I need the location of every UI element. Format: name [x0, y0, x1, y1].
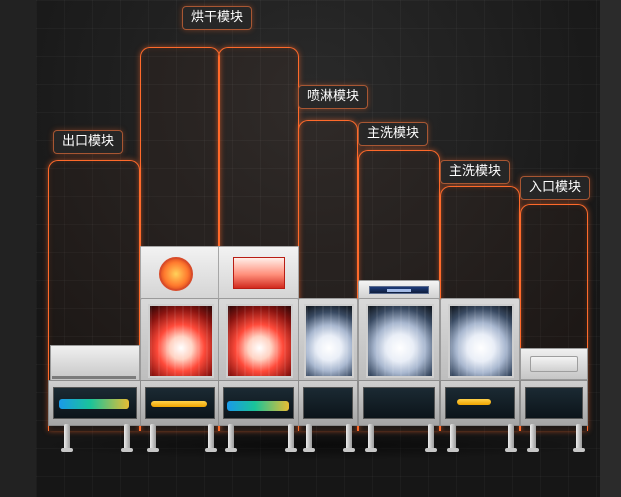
dryer-1-tank — [140, 380, 220, 426]
label-inlet: 入口模块 — [520, 176, 591, 200]
spray-mist — [306, 306, 352, 376]
main-wash-2-pipe — [457, 399, 491, 405]
dryer-2-window — [226, 304, 293, 378]
right-edge — [600, 0, 621, 497]
outline-outlet — [48, 160, 140, 431]
foot-9 — [365, 448, 377, 452]
dryer-1-window — [148, 304, 214, 378]
dryer-1-mist — [150, 306, 212, 376]
leg-10 — [428, 424, 434, 450]
label-spray: 喷淋模块 — [298, 85, 369, 109]
label-main-wash-1: 主洗模块 — [358, 122, 429, 146]
foot-12 — [505, 448, 517, 452]
dryer-2-top — [218, 246, 299, 300]
foot-13 — [527, 448, 539, 452]
main-wash-2-window — [448, 304, 514, 378]
leg-11 — [450, 424, 456, 450]
inlet-tank — [520, 380, 588, 426]
outline-dry-1 — [140, 47, 220, 431]
outline-inlet — [520, 204, 588, 431]
foot-4 — [205, 448, 217, 452]
main-wash-1-screen-bar — [387, 289, 411, 292]
leg-8 — [346, 424, 352, 450]
label-outlet: 出口模块 — [53, 130, 124, 154]
foot-10 — [425, 448, 437, 452]
leg-9 — [368, 424, 374, 450]
label-dry: 烘干模块 — [182, 6, 253, 30]
main-wash-1-tank-inner — [363, 387, 435, 419]
outlet-tank — [48, 380, 142, 426]
left-edge — [0, 0, 36, 497]
dryer-2-mist — [228, 306, 291, 376]
leg-5 — [228, 424, 234, 450]
machine-shadow — [36, 430, 600, 460]
foot-3 — [147, 448, 159, 452]
foot-1 — [61, 448, 73, 452]
dryer-2-heater — [233, 257, 285, 289]
foot-5 — [225, 448, 237, 452]
leg-1 — [64, 424, 70, 450]
foot-14 — [573, 448, 585, 452]
dryer-2-water — [227, 401, 289, 411]
leg-14 — [576, 424, 582, 450]
outlet-rail — [52, 376, 136, 379]
leg-13 — [530, 424, 536, 450]
main-wash-1-control-panel — [358, 280, 440, 300]
main-wash-1-tank — [358, 380, 440, 426]
leg-3 — [150, 424, 156, 450]
foot-6 — [285, 448, 297, 452]
inlet-panel — [530, 356, 578, 372]
main-wash-2-mist — [450, 306, 512, 376]
spray-tank-inner — [303, 387, 353, 419]
foot-8 — [343, 448, 355, 452]
dryer-1-pipe — [151, 401, 207, 407]
foot-2 — [121, 448, 133, 452]
spray-tank — [298, 380, 358, 426]
spray-window — [304, 304, 354, 378]
foot-7 — [303, 448, 315, 452]
main-wash-1-window — [366, 304, 434, 378]
dryer-2-tank — [218, 380, 299, 426]
outlet-water — [59, 399, 129, 409]
leg-6 — [288, 424, 294, 450]
dryer-1-top — [140, 246, 220, 300]
leg-4 — [208, 424, 214, 450]
foot-11 — [447, 448, 459, 452]
main-wash-2-tank — [440, 380, 520, 426]
main-wash-1-mist — [368, 306, 432, 376]
label-main-wash-2: 主洗模块 — [440, 160, 511, 184]
leg-2 — [124, 424, 130, 450]
leg-12 — [508, 424, 514, 450]
leg-7 — [306, 424, 312, 450]
dryer-1-fan-icon — [159, 257, 193, 291]
inlet-tank-inner — [525, 387, 583, 419]
